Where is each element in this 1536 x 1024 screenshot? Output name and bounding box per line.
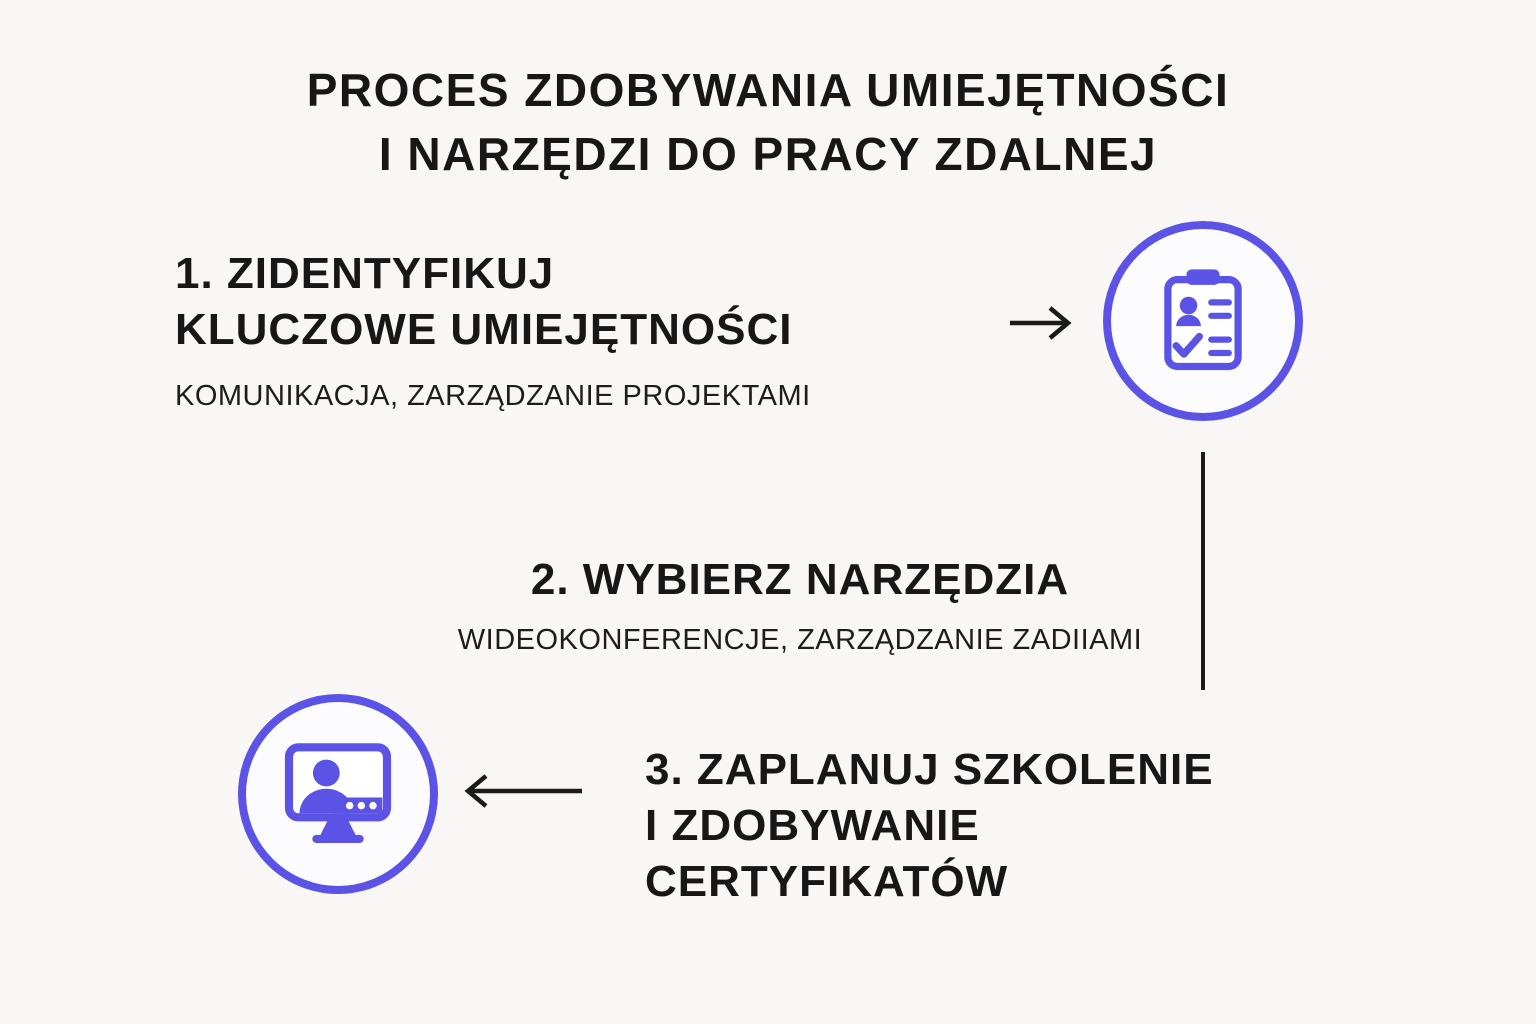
step-1-heading: 1. ZIDENTYFIKUJ KLUCZOWE UMIEJĘTNOŚCI	[175, 246, 811, 358]
arrow-right-icon	[1008, 300, 1074, 351]
video-conference-monitor-icon	[238, 694, 438, 894]
clipboard-checklist-icon	[1103, 221, 1303, 421]
page-title: PROCES ZDOBYWANIA UMIEJĘTNOŚCI I NARZĘDZ…	[0, 58, 1536, 186]
step-2-subtitle: WIDEOKONFERENCJE, ZARZĄDZANIE ZADIIAMI	[457, 624, 1143, 656]
step-2-block: 2. WYBIERZ NARZĘDZIA WIDEOKONFERENCJE, Z…	[395, 552, 1205, 657]
step-3-block: 3. ZAPLANUJ SZKOLENIE I ZDOBYWANIE CERTY…	[645, 742, 1214, 910]
page-title-line2: I NARZĘDZI DO PRACY ZDALNEJ	[378, 128, 1158, 180]
step-1-block: 1. ZIDENTYFIKUJ KLUCZOWE UMIEJĘTNOŚCI KO…	[175, 246, 811, 413]
step-3-heading-line1: 3. ZAPLANUJ SZKOLENIE	[645, 745, 1214, 794]
step-1-heading-line2: KLUCZOWE UMIEJĘTNOŚCI	[175, 305, 793, 354]
step-2-heading: 2. WYBIERZ NARZĘDZIA	[530, 555, 1070, 604]
step-3-heading-line3: CERTYFIKATÓW	[645, 857, 1009, 906]
page-title-line1: PROCES ZDOBYWANIA UMIEJĘTNOŚCI	[306, 64, 1230, 116]
step-1-heading-line1: 1. ZIDENTYFIKUJ	[175, 249, 555, 298]
step-1-subtitle: KOMUNIKACJA, ZARZĄDZANIE PROJEKTAMI	[175, 380, 811, 412]
connector-line	[1201, 452, 1205, 690]
step-3-heading-line2: I ZDOBYWANIE	[645, 801, 980, 850]
arrow-left-icon	[462, 768, 584, 819]
step-3-heading: 3. ZAPLANUJ SZKOLENIE I ZDOBYWANIE CERTY…	[645, 742, 1214, 910]
